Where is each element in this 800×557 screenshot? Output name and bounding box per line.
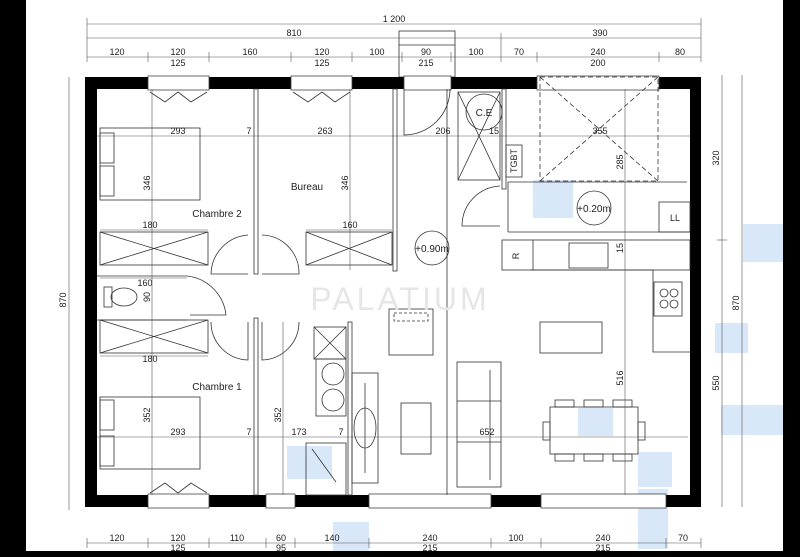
dim-bottom: 240 — [595, 533, 610, 543]
highlight-overlays — [287, 180, 783, 551]
dim-left-width: 810 — [286, 28, 301, 38]
outer-walls — [85, 75, 701, 509]
dim-ch1-width: 293 — [170, 427, 185, 437]
label-ce: C.E — [476, 108, 493, 119]
room-chambre-2: Chambre 2 — [192, 209, 242, 220]
label-tgbt: TGBT — [509, 148, 519, 173]
dim-top: 100 — [369, 47, 384, 57]
dim-bottom: 215 — [422, 543, 437, 553]
dim-wall: 15 — [489, 126, 499, 136]
dim-top: 70 — [514, 47, 524, 57]
dim-ch1-depth: 352 — [142, 407, 152, 422]
dim-bottom: 215 — [595, 543, 610, 553]
watermark: PALATIUM — [310, 281, 489, 317]
dim-bureau-width: 263 — [317, 126, 332, 136]
level-entry: +0.20m — [577, 204, 611, 215]
dim-closet: 180 — [142, 354, 157, 364]
dim-top: 100 — [468, 47, 483, 57]
room-bureau: Bureau — [291, 182, 323, 193]
dim-entry-width: 355 — [592, 126, 607, 136]
dim-bottom: 140 — [324, 533, 339, 543]
dim-wall: 7 — [246, 126, 251, 136]
dim-wc-depth: 90 — [142, 292, 152, 302]
dim-sdb-width: 173 — [291, 427, 306, 437]
dim-wall: 7 — [246, 427, 251, 437]
dim-hall-width: 206 — [435, 126, 450, 136]
dim-right-lower: 550 — [711, 375, 721, 390]
dim-top: 125 — [314, 58, 329, 68]
dim-top: 120 — [170, 47, 185, 57]
dim-bottom: 120 — [109, 533, 124, 543]
interior-partitions — [97, 76, 691, 496]
dim-left-height: 870 — [58, 292, 68, 307]
side-dimensions: 870 320 550 870 — [58, 75, 743, 510]
dim-bottom: 70 — [678, 533, 688, 543]
top-dimensions: 1 200 810 390 120 120 125 160 120 125 10… — [86, 14, 702, 78]
dim-right-total: 870 — [731, 295, 741, 310]
dim-top: 120 — [109, 47, 124, 57]
room-labels: Chambre 2 Bureau Chambre 1 C.E TGBT LL R… — [192, 108, 680, 393]
dim-right-width: 390 — [592, 28, 607, 38]
dim-top: 120 — [314, 47, 329, 57]
dim-bottom: 125 — [170, 543, 185, 553]
dim-wc-width: 160 — [137, 278, 152, 288]
dim-closet: 160 — [342, 220, 357, 230]
dim-ch2-depth: 346 — [142, 175, 152, 190]
dim-living-depth: 516 — [615, 370, 625, 385]
room-chambre-1: Chambre 1 — [192, 382, 242, 393]
dim-bottom: 60 — [276, 533, 286, 543]
dim-bottom: 110 — [230, 533, 244, 543]
dim-wall: 7 — [338, 427, 343, 437]
dim-sdb-depth: 352 — [273, 407, 283, 422]
level-hall: +0.90m — [415, 244, 449, 255]
dim-living-width: 652 — [479, 427, 494, 437]
label-r: R — [511, 252, 521, 259]
dim-right-upper: 320 — [711, 150, 721, 165]
dim-total-width: 1 200 — [383, 14, 406, 24]
interior-dimensions: 293 7 263 206 15 355 346 346 180 160 160… — [137, 126, 625, 437]
bottom-dimensions: 120 120 125 110 60 95 140 240 215 100 24… — [86, 533, 702, 553]
dim-entry-depth: 285 — [615, 154, 625, 169]
dim-top: 90 — [421, 47, 431, 57]
dim-bottom: 95 — [276, 543, 286, 553]
dim-top: 200 — [590, 58, 605, 68]
dim-wall: 15 — [615, 243, 625, 253]
dim-bottom: 120 — [170, 533, 185, 543]
dim-top: 125 — [170, 58, 185, 68]
interior-dimension-lines — [97, 89, 690, 495]
dim-closet: 180 — [142, 220, 157, 230]
dim-bottom: 240 — [422, 533, 437, 543]
dim-top: 80 — [675, 47, 685, 57]
dim-bureau-depth: 346 — [340, 175, 350, 190]
dim-ch2-width: 293 — [170, 126, 185, 136]
dim-top: 240 — [590, 47, 605, 57]
dim-bottom: 100 — [508, 533, 523, 543]
dim-top: 160 — [242, 47, 257, 57]
dim-top: 215 — [418, 58, 433, 68]
label-ll: LL — [670, 213, 680, 223]
